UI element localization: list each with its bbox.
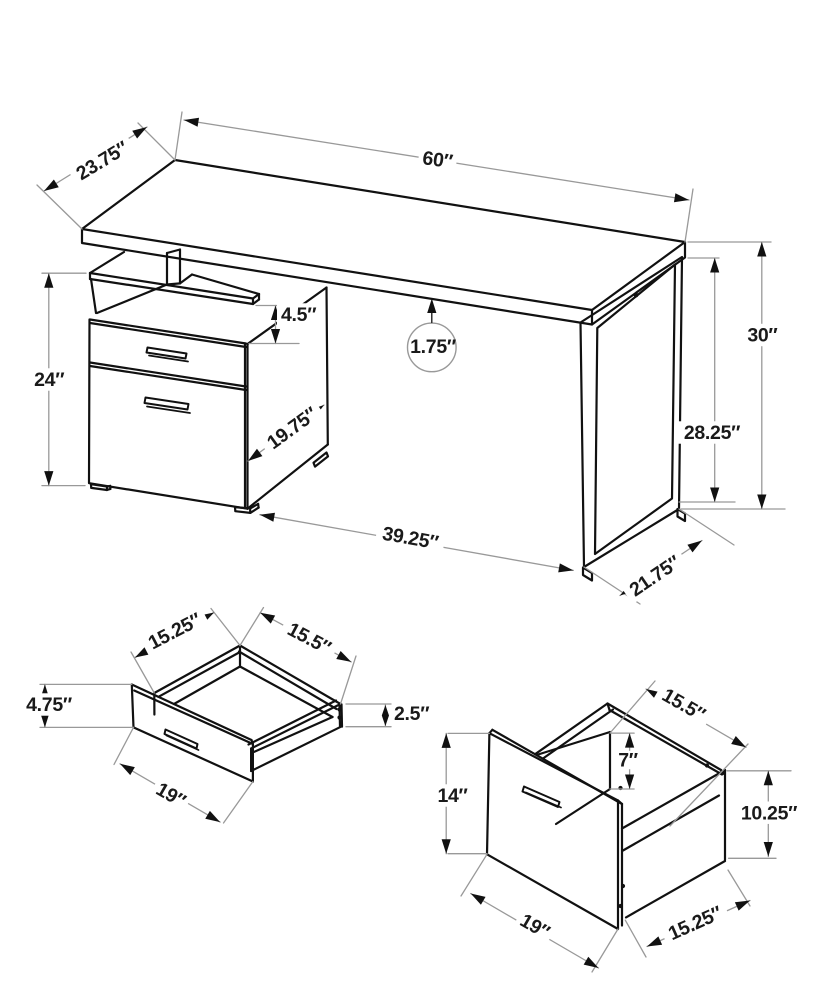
svg-text:10.25″: 10.25″: [741, 802, 797, 824]
svg-text:7″: 7″: [618, 750, 638, 772]
svg-text:30″: 30″: [747, 325, 777, 347]
svg-text:14″: 14″: [437, 785, 467, 807]
svg-text:1.75″: 1.75″: [410, 336, 456, 358]
svg-text:4.5″: 4.5″: [281, 304, 316, 326]
svg-text:28.25″: 28.25″: [684, 422, 740, 444]
svg-text:24″: 24″: [34, 369, 64, 391]
svg-text:2.5″: 2.5″: [394, 703, 429, 725]
svg-text:60″: 60″: [421, 147, 454, 173]
svg-text:4.75″: 4.75″: [26, 694, 72, 716]
